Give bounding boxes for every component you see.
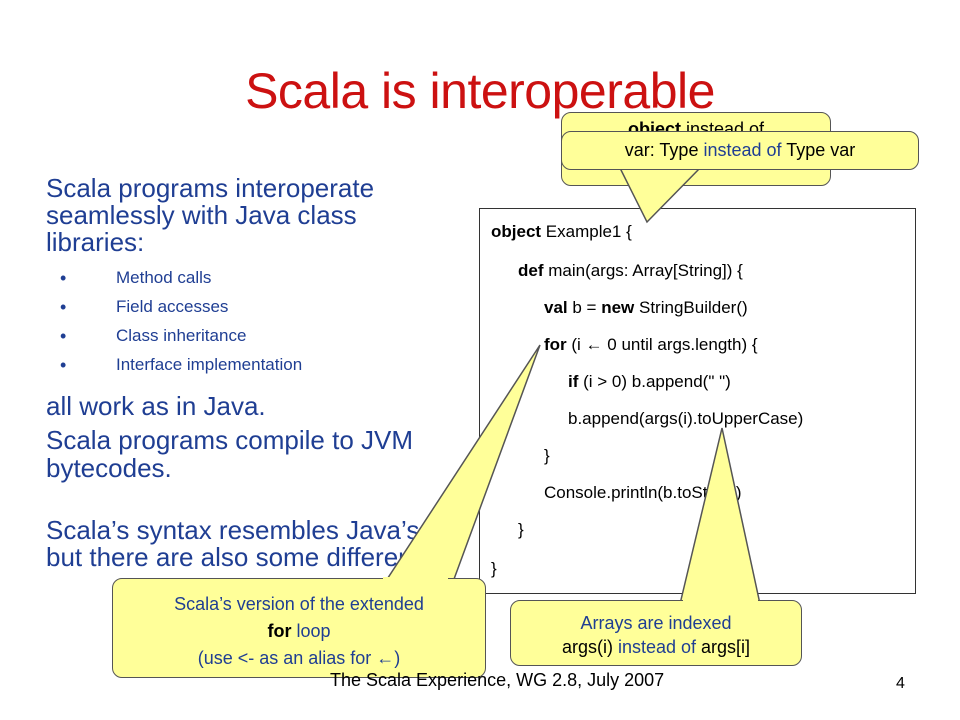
callout-text: (use <- as an alias for ←): [197, 648, 401, 668]
code-keyword: val: [544, 298, 568, 317]
code-line: val b = new StringBuilder(): [544, 298, 748, 318]
code-line: Console.println(b.toString): [544, 483, 742, 502]
code-line: if (i > 0) b.append(" "): [568, 372, 731, 392]
bullet-dot-icon: •: [60, 326, 67, 346]
code-keyword: def: [518, 261, 544, 280]
code-text: StringBuilder(): [634, 298, 748, 317]
callout-keyword: for: [267, 621, 292, 641]
bullet-dot-icon: •: [60, 268, 67, 288]
code-keyword: object: [491, 222, 542, 241]
code-keyword: if: [568, 372, 579, 391]
footer-text: The Scala Experience, WG 2.8, July 2007: [330, 670, 665, 690]
bullet-dot-icon: •: [60, 355, 67, 375]
compile-text: Scala programs compile to JVM bytecodes.: [46, 425, 414, 483]
callout-text: Arrays are indexed: [580, 613, 732, 633]
slide-title: Scala is interoperable: [245, 63, 715, 119]
callout-text: for loop: [113, 618, 485, 645]
bullet-label: Class inheritance: [116, 326, 247, 345]
callout-text: args(i): [561, 637, 613, 657]
list-item: • Field accesses: [60, 297, 302, 326]
callout-text: var: Type: [624, 140, 699, 160]
code-box: object Example1 { def main(args: Array[S…: [479, 208, 916, 594]
tail-seam: [383, 577, 448, 580]
callout-for-loop: Scala’s version of the extended for loop…: [112, 578, 486, 678]
callout-text: instead of: [612, 637, 702, 657]
code-text: main(args: Array[String]) {: [543, 261, 743, 280]
bullet-dot-icon: •: [60, 297, 67, 317]
bullet-list: • Method calls • Field accesses • Class inh…: [60, 268, 302, 384]
code-line: object Example1 {: [491, 222, 632, 242]
code-text: Example1 {: [541, 222, 632, 241]
syntax-text: Scala’s syntax resembles Java’s, but the…: [46, 515, 461, 572]
code-text: b =: [567, 298, 602, 317]
callout-arrays: Arrays are indexed args(i) instead of ar…: [510, 600, 802, 666]
callout-text: args[i]: [701, 637, 751, 657]
code-line: for (i ← 0 until args.length) {: [544, 335, 758, 355]
tail-seam: [683, 599, 758, 602]
bullet-label: Field accesses: [116, 297, 229, 316]
code-text: (i ← 0 until args.length) {: [566, 335, 758, 354]
page-number: 4: [896, 675, 905, 692]
bullet-label: Interface implementation: [116, 355, 303, 374]
bullet-label: Method calls: [116, 268, 212, 287]
callout-text: Type var: [786, 140, 856, 160]
intro-text: Scala programs interoperate seamlessly w…: [46, 173, 375, 257]
code-line: b.append(args(i).toUpperCase): [568, 409, 804, 428]
code-line: }: [518, 520, 524, 539]
list-item: • Interface implementation: [60, 355, 302, 384]
tail-seam: [622, 166, 698, 169]
code-line: }: [491, 559, 497, 578]
java-text: all work as in Java.: [46, 391, 266, 421]
code-keyword: new: [601, 298, 635, 317]
list-item: • Class inheritance: [60, 326, 302, 355]
code-line: def main(args: Array[String]) {: [518, 261, 743, 281]
code-line: }: [544, 446, 550, 465]
callout-text: args(i) instead of args[i]: [511, 635, 801, 659]
code-text: (i > 0) b.append(" "): [578, 372, 731, 391]
list-item: • Method calls: [60, 268, 302, 297]
callout-text: Scala’s version of the extended: [174, 594, 424, 614]
code-keyword: for: [544, 335, 567, 354]
callout-text: instead of: [698, 140, 787, 160]
callout-text: loop: [291, 621, 331, 641]
callout-var: var: Type instead of Type var: [561, 131, 919, 170]
